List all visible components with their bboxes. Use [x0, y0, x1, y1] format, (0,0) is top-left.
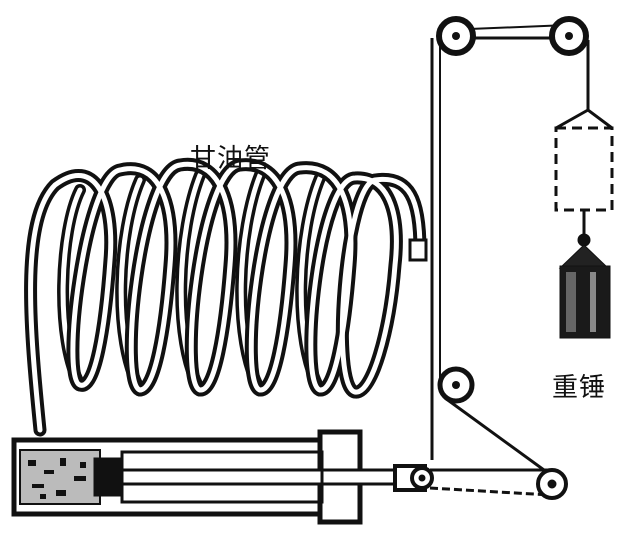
piston-cylinder [11, 429, 434, 525]
heavy-hammer-label: 重锤 [552, 373, 607, 403]
right-top-pulley [549, 16, 589, 56]
heavy-hammer-weight [558, 233, 611, 339]
glycerin-coil-tube [24, 157, 428, 437]
lever-linkage [429, 396, 568, 500]
glycerin-tube-label: 甘油管 [190, 144, 272, 174]
lower-pulley [437, 366, 475, 404]
weight-upper-position [554, 108, 614, 238]
left-top-pulley [436, 16, 476, 56]
